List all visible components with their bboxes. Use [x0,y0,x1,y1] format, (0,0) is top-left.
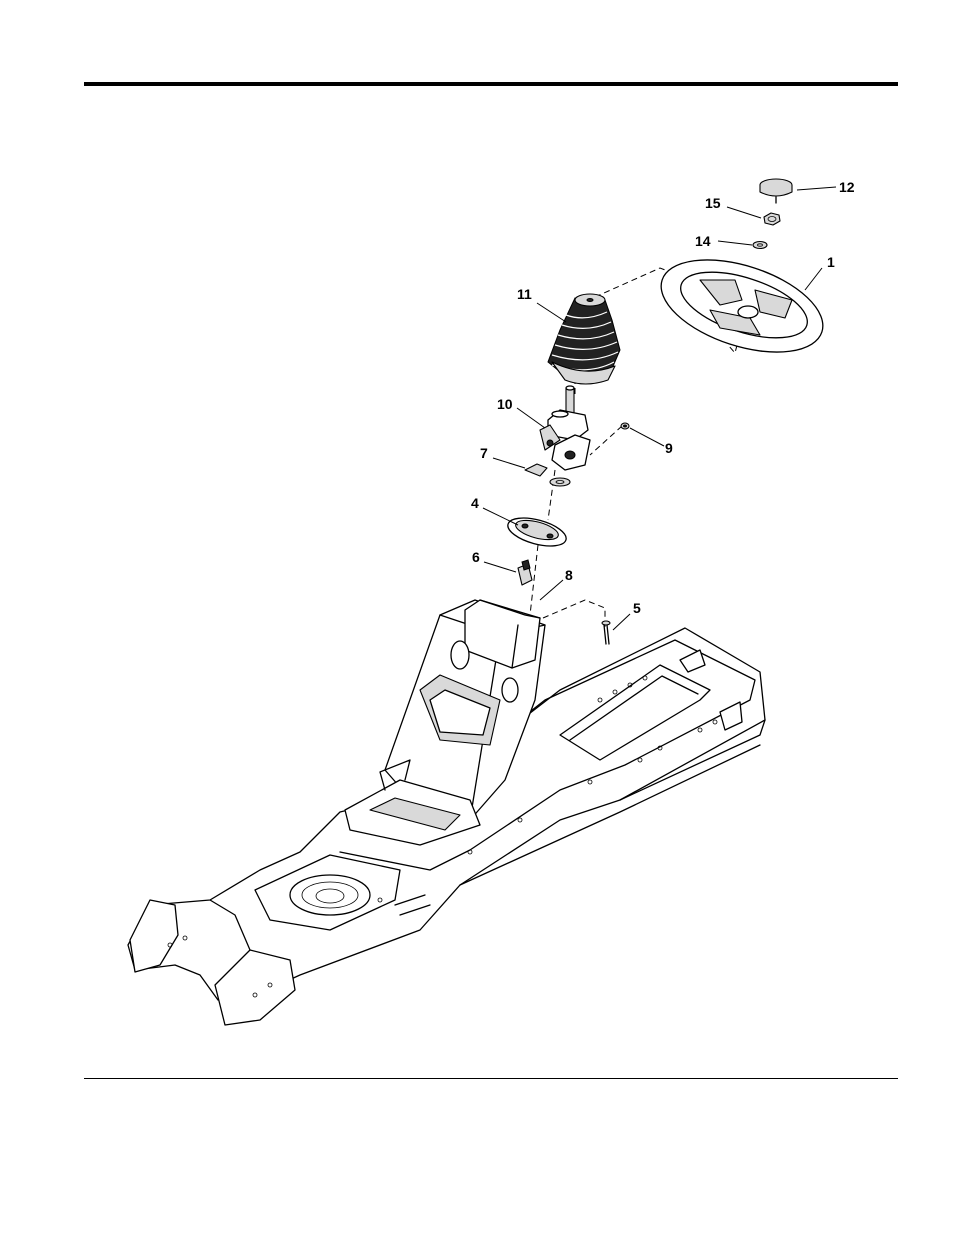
callout-14: 14 [695,233,711,249]
callout-6: 6 [472,549,480,565]
leader-lines [483,187,836,630]
steering-wheel [650,242,834,370]
callout-8: 8 [565,567,573,583]
steering-shaft-gear [540,386,590,470]
bolt-5 [602,621,610,644]
callout-10: 10 [497,396,513,412]
callout-11: 11 [517,286,532,302]
callout-labels: 12 15 14 1 11 10 9 7 4 6 8 5 [471,179,855,616]
callout-9: 9 [665,440,673,456]
callout-5: 5 [633,600,641,616]
footer-rule [84,1078,898,1079]
bushing-9 [621,423,629,429]
callout-1: 1 [827,254,835,270]
hex-nut [764,213,780,225]
sleeve-6 [518,560,532,585]
washer [753,242,767,249]
flange-4 [505,513,569,552]
callout-7: 7 [480,445,488,461]
callout-15: 15 [705,195,721,211]
steering-cap [760,179,792,203]
callout-4: 4 [471,495,479,511]
steering-boot [548,294,620,384]
callout-12: 12 [839,179,855,195]
